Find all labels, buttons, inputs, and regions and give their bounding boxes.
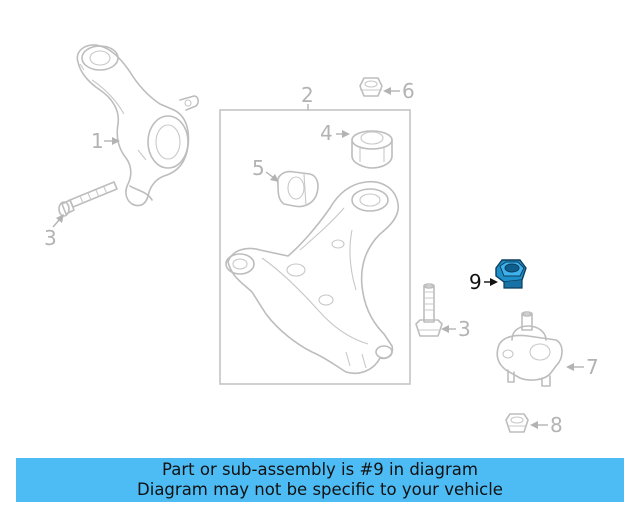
callout-3-left: 3 xyxy=(44,226,57,250)
callout-2: 2 xyxy=(301,83,314,107)
callout-5: 5 xyxy=(252,156,265,180)
parts-diagram: 1 3 2 4 xyxy=(44,44,599,437)
callout-7: 7 xyxy=(586,355,599,379)
bolt-part-3-left[interactable] xyxy=(58,181,118,217)
callout-6: 6 xyxy=(402,79,415,103)
callout-3-right: 3 xyxy=(458,317,471,341)
bushing-part-5[interactable] xyxy=(276,170,319,208)
control-arm-frame xyxy=(219,109,411,385)
nut-part-9-highlighted[interactable] xyxy=(495,259,527,289)
callout-9: 9 xyxy=(469,270,482,294)
bolt-part-3-right[interactable] xyxy=(415,283,443,337)
nut-part-6[interactable] xyxy=(359,77,383,97)
control-arm-part-2[interactable] xyxy=(225,180,400,374)
banner-line-2: Diagram may not be specific to your vehi… xyxy=(137,480,503,499)
bushing-part-4[interactable] xyxy=(351,130,393,169)
info-banner: Part or sub-assembly is #9 in diagram Di… xyxy=(16,458,624,502)
nut-part-8[interactable] xyxy=(505,413,529,433)
callout-8: 8 xyxy=(550,413,563,437)
callout-1: 1 xyxy=(91,129,104,153)
banner-line-1: Part or sub-assembly is #9 in diagram xyxy=(162,460,478,479)
ball-joint-part-7[interactable] xyxy=(496,311,563,387)
callout-4: 4 xyxy=(320,121,333,145)
steering-knuckle-part-1[interactable] xyxy=(76,44,199,207)
